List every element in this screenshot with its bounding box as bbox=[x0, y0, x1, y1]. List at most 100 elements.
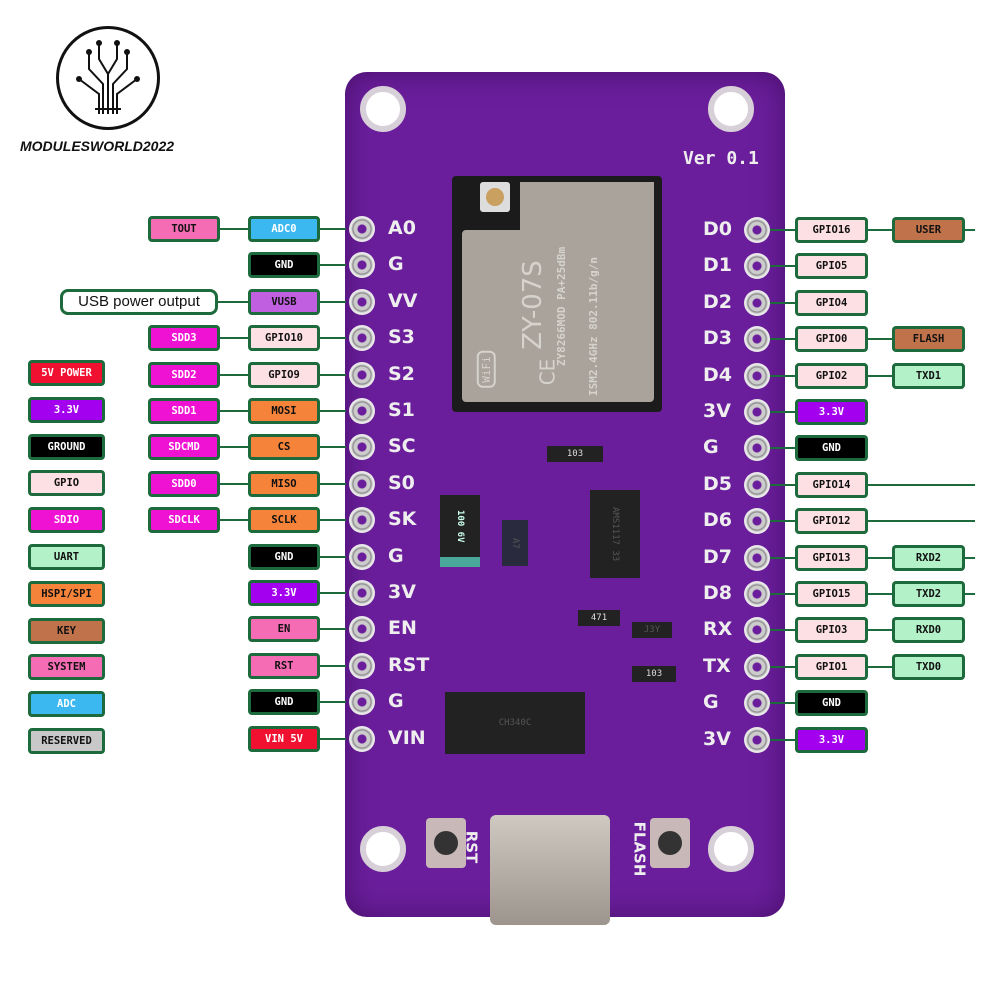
wire bbox=[220, 337, 248, 340]
wire bbox=[770, 338, 796, 341]
pin-function-label: MISO bbox=[248, 470, 320, 497]
pin-pad[interactable] bbox=[349, 507, 375, 534]
button-cap bbox=[434, 831, 458, 855]
wire bbox=[220, 410, 248, 412]
pin-pad[interactable] bbox=[349, 689, 375, 716]
pin-function-label: 3.3V bbox=[795, 399, 868, 425]
pin-silk-label: EN bbox=[388, 617, 417, 640]
pin-pad[interactable] bbox=[744, 435, 770, 462]
wire bbox=[318, 592, 346, 594]
rst-button[interactable] bbox=[426, 818, 466, 868]
pin-pad[interactable] bbox=[349, 652, 375, 679]
pin-pad[interactable] bbox=[744, 362, 770, 389]
pin-function-label: GPIO3 bbox=[795, 617, 868, 644]
version-label: Ver 0.1 bbox=[683, 148, 759, 169]
pin-pad[interactable] bbox=[744, 471, 770, 498]
pin-pad[interactable] bbox=[349, 216, 375, 242]
legend-item: SYSTEM bbox=[28, 654, 105, 681]
pin-pad[interactable] bbox=[744, 508, 770, 535]
pin-pad[interactable] bbox=[349, 398, 375, 424]
brand-name: MODULESWORLD2022 bbox=[20, 138, 175, 154]
wire bbox=[770, 229, 796, 231]
pin-pad[interactable] bbox=[349, 543, 375, 570]
wire bbox=[770, 374, 796, 377]
pin-silk-label: S3 bbox=[388, 326, 415, 349]
button-cap bbox=[658, 831, 682, 855]
pin-alt-function-label: TOUT bbox=[148, 216, 220, 242]
pin-silk-label: TX bbox=[703, 654, 731, 677]
wire bbox=[868, 374, 892, 377]
mount-hole bbox=[360, 86, 406, 132]
pin-silk-label: 3V bbox=[703, 400, 731, 422]
rst-silk: RST bbox=[462, 830, 481, 864]
wire bbox=[318, 519, 346, 522]
pin-pad[interactable] bbox=[349, 288, 375, 315]
wire bbox=[868, 665, 892, 668]
pin-pad[interactable] bbox=[349, 580, 375, 606]
pin-silk-label: D2 bbox=[703, 290, 732, 313]
module-line2: ISM2.4GHz 802.11b/g/n bbox=[587, 256, 601, 397]
pin-pad[interactable] bbox=[744, 289, 770, 316]
legend-item: ADC bbox=[28, 691, 105, 718]
legend-item: UART bbox=[28, 544, 105, 570]
logo bbox=[56, 26, 160, 130]
pin-silk-label: G bbox=[388, 690, 404, 713]
voltage-regulator: AMS1117 33 bbox=[590, 490, 640, 578]
pin-pad[interactable] bbox=[349, 252, 375, 279]
pin-pad[interactable] bbox=[744, 581, 770, 607]
pin-alt-function-label: USER bbox=[892, 217, 965, 243]
pin-pad[interactable] bbox=[349, 361, 375, 388]
pin-function-label: EN bbox=[248, 616, 320, 643]
pin-pad[interactable] bbox=[744, 399, 770, 425]
pin-function-label: MOSI bbox=[248, 398, 320, 424]
wifi-logo: WiFi bbox=[476, 351, 496, 388]
pin-pad[interactable] bbox=[349, 325, 375, 352]
pin-function-label: GPIO1 bbox=[795, 653, 868, 680]
pin-silk-label: G bbox=[388, 544, 404, 567]
pin-silk-label: G bbox=[388, 253, 404, 276]
ce-mark: CE bbox=[535, 358, 560, 386]
wire bbox=[220, 373, 248, 376]
pin-pad[interactable] bbox=[349, 470, 375, 497]
legend-item: HSPI/SPI bbox=[28, 580, 105, 607]
pin-pad[interactable] bbox=[744, 617, 770, 644]
wire bbox=[318, 264, 346, 267]
wire bbox=[318, 628, 346, 631]
pin-pad[interactable] bbox=[744, 217, 770, 243]
antenna-connector bbox=[480, 182, 510, 212]
pin-pad[interactable] bbox=[744, 690, 770, 717]
pin-pad[interactable] bbox=[744, 726, 770, 753]
pin-pad[interactable] bbox=[349, 725, 375, 752]
wire bbox=[318, 228, 346, 230]
wire bbox=[770, 665, 796, 668]
pin-pad[interactable] bbox=[744, 653, 770, 680]
wire bbox=[965, 229, 975, 231]
pin-silk-label: S0 bbox=[388, 471, 415, 494]
wire bbox=[770, 520, 796, 523]
wire bbox=[318, 482, 346, 485]
pin-pad[interactable] bbox=[744, 326, 770, 353]
pin-function-label: GPIO15 bbox=[795, 581, 868, 607]
flash-button[interactable] bbox=[650, 818, 690, 868]
circuit-tree-icon bbox=[76, 40, 140, 114]
pin-function-label: GND bbox=[795, 435, 868, 462]
module-line1: ZY8266MOD PA+25dBm bbox=[555, 246, 569, 367]
pin-function-label: GPIO14 bbox=[795, 471, 868, 498]
pin-pad[interactable] bbox=[349, 434, 375, 461]
pin-function-label: GND bbox=[248, 543, 320, 570]
pin-function-label: SCLK bbox=[248, 507, 320, 534]
pin-function-label: GPIO4 bbox=[795, 289, 868, 316]
pin-silk-label: D5 bbox=[703, 472, 732, 495]
pin-pad[interactable] bbox=[744, 253, 770, 280]
pin-pad[interactable] bbox=[744, 544, 770, 571]
pin-silk-label: SK bbox=[388, 508, 417, 531]
pin-pad[interactable] bbox=[349, 616, 375, 643]
wire bbox=[220, 228, 248, 230]
diode: A7 bbox=[502, 520, 528, 566]
pin-silk-label: RST bbox=[388, 653, 430, 676]
pin-silk-label: 3V bbox=[703, 727, 731, 750]
legend-item: GROUND bbox=[28, 433, 105, 460]
mount-hole bbox=[708, 826, 754, 872]
pin-silk-label: D0 bbox=[703, 218, 732, 240]
wire bbox=[220, 446, 248, 449]
